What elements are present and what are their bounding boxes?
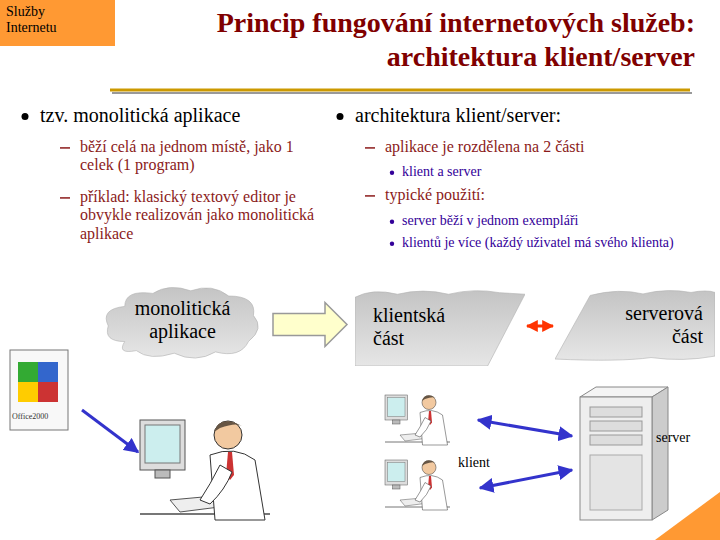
box-label: Office2000 [12,412,68,421]
server-label: server [656,430,716,446]
bullet-marker [390,241,394,245]
server-part: serverová část [555,288,715,362]
bullet-marker [337,113,344,120]
node-text: Služby Internetu [6,4,86,36]
client-label: klient [458,455,518,471]
bullet-item: tzv. monolitická aplikace [40,104,310,127]
user-figure [140,420,270,520]
title-rule-shadow [112,92,692,94]
bullet-item: architektura klient/server: [355,104,705,127]
sub-sub-item: klient a server [402,164,702,180]
dash-marker [60,147,70,148]
blue-arrow [82,410,138,452]
block-arrow [273,303,347,347]
sub-item: aplikace je rozdělena na 2 části [385,138,705,156]
node-text: klientská část [373,304,473,350]
dash-marker [365,147,375,148]
node-text: monolitická aplikace [125,297,240,343]
bullet-marker [22,113,29,120]
blue-arrow [478,420,572,436]
sub-item: typické použití: [385,186,705,204]
sub-sub-item: server běží v jednom exempláři [402,213,702,229]
server-tower [580,387,668,520]
slide-title: Princip fungování internetových služeb: … [135,6,695,73]
dash-marker [365,195,375,196]
blue-arrow [480,470,572,488]
bullet-marker [390,219,394,223]
client-figure [385,395,450,445]
sub-item: příklad: klasický textový editor je obvy… [80,188,338,243]
client-figure [385,460,450,510]
sub-item: běží celá na jednom místě, jako 1 celek … [80,138,330,175]
corner-tab [0,0,115,46]
client-part: klientská část [355,288,525,366]
bullet-marker [390,170,394,174]
title-rule [110,89,690,92]
cloud-node: monolitická aplikace [100,283,265,361]
double-arrow [527,325,553,328]
office-box [10,350,68,430]
corner-tab-label: Služby Internetu [0,0,115,46]
node-text: serverová část [593,302,703,348]
dash-marker [60,197,70,198]
sub-sub-item: klientů je více (každý uživatel má svého… [402,235,702,251]
